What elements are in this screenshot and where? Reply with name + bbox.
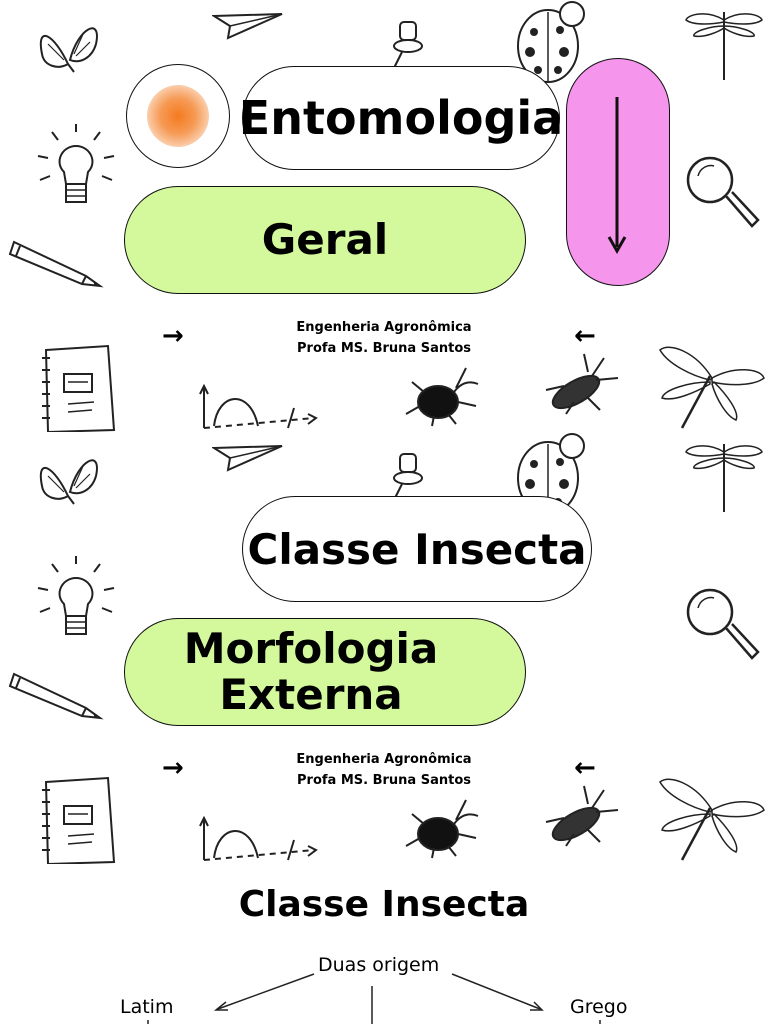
beetle-icon — [544, 350, 620, 416]
course-name: Engenheria Agronômica — [296, 320, 472, 335]
origin-center-label: Duas origem — [318, 954, 440, 976]
pink-pill — [566, 58, 670, 286]
beetle-icon — [404, 362, 484, 428]
dragonfly-icon — [684, 438, 764, 514]
lightbulb-icon — [36, 122, 116, 214]
credits: Engenheria Agronômica Profa MS. Bruna Sa… — [264, 749, 504, 791]
right-arrow-icon: → — [162, 753, 184, 783]
pushpin-icon — [388, 18, 428, 74]
sun-circle — [126, 64, 230, 168]
page-title: Classe Insecta — [247, 524, 587, 574]
pencil-icon — [8, 668, 104, 724]
teacher-name: Profa MS. Bruna Santos — [297, 773, 471, 788]
graph-icon — [194, 382, 322, 432]
notebook-icon — [38, 776, 118, 864]
dragonfly-icon — [656, 774, 766, 862]
slide-entomologia-geral: Entomologia Geral — [0, 0, 768, 432]
section-title: Classe Insecta — [238, 884, 530, 925]
teacher-name: Profa MS. Bruna Santos — [297, 341, 471, 356]
butterfly-icon — [34, 446, 104, 508]
page-title: Entomologia — [238, 91, 564, 145]
orange-sun-icon — [147, 85, 209, 147]
magnifier-icon — [684, 154, 760, 234]
graph-icon — [194, 814, 322, 864]
origin-diagram-lines — [147, 973, 601, 1024]
butterfly-icon — [34, 14, 104, 76]
subtitle-line1: Morfologia — [183, 624, 439, 673]
title-pill: Entomologia — [238, 66, 564, 170]
dragonfly-icon — [656, 342, 766, 430]
magnifier-icon — [684, 586, 760, 666]
subtitle-pill: Geral — [124, 186, 526, 294]
pushpin-icon — [388, 450, 428, 506]
origin-right-label: Grego — [570, 996, 628, 1018]
left-arrow-icon: ← — [574, 753, 596, 783]
credits: Engenheria Agronômica Profa MS. Bruna Sa… — [264, 317, 504, 359]
paper-plane-icon — [212, 434, 284, 474]
course-name: Engenheria Agronômica — [296, 752, 472, 767]
right-arrow-icon: → — [162, 321, 184, 351]
page-subtitle: Geral — [261, 215, 389, 264]
slide-classe-insecta: Classe Insecta Morfologia Externa → Enge… — [0, 432, 768, 864]
dragonfly-icon — [684, 6, 764, 82]
left-arrow-icon: ← — [574, 321, 596, 351]
ladybug-icon — [512, 0, 592, 86]
notebook-icon — [38, 344, 118, 432]
origin-left-label: Latim — [120, 996, 174, 1018]
beetle-icon — [544, 782, 620, 848]
lightbulb-icon — [36, 554, 116, 646]
beetle-icon — [404, 794, 484, 860]
paper-plane-icon — [212, 2, 284, 42]
pencil-icon — [8, 236, 104, 292]
title-pill: Classe Insecta — [242, 496, 592, 602]
down-arrow-icon — [607, 97, 627, 255]
subtitle-pill: Morfologia Externa — [124, 618, 526, 726]
slide-classe-insecta-origem: Classe Insecta Duas origem Latim Grego — [0, 864, 768, 1024]
subtitle-line2: Externa — [219, 670, 403, 719]
